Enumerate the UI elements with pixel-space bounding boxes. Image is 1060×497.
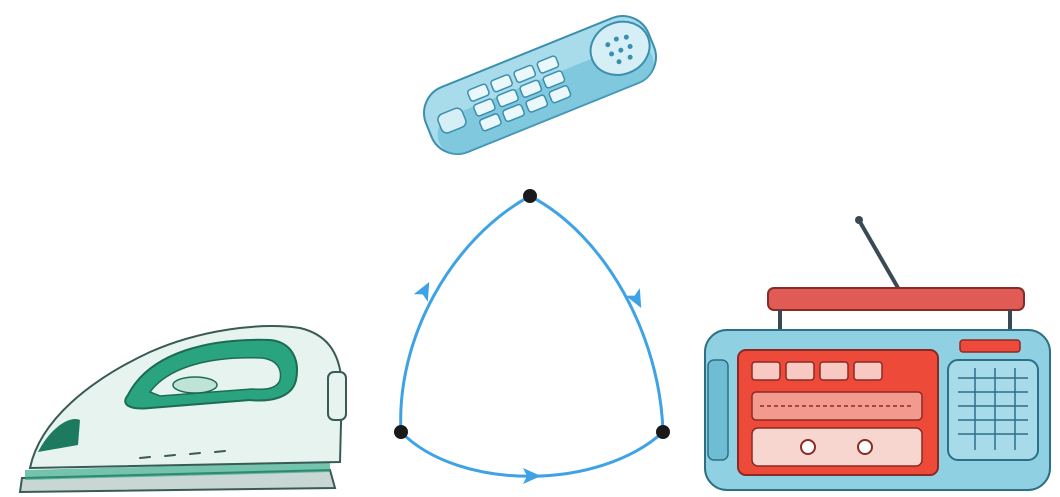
node-right	[656, 425, 670, 439]
arrowheads	[414, 278, 649, 484]
cordless-phone-icon	[416, 8, 665, 163]
cycle-nodes	[394, 189, 670, 439]
node-top	[523, 189, 537, 203]
arrow-phone-to-radio	[530, 196, 663, 432]
clothes-iron-icon	[20, 326, 346, 492]
arrow-iron-to-radio	[401, 432, 663, 476]
arrow-iron-to-phone	[401, 196, 530, 432]
radio-cassette-icon	[705, 216, 1050, 490]
cycle-arrows	[401, 196, 663, 476]
node-left	[394, 425, 408, 439]
